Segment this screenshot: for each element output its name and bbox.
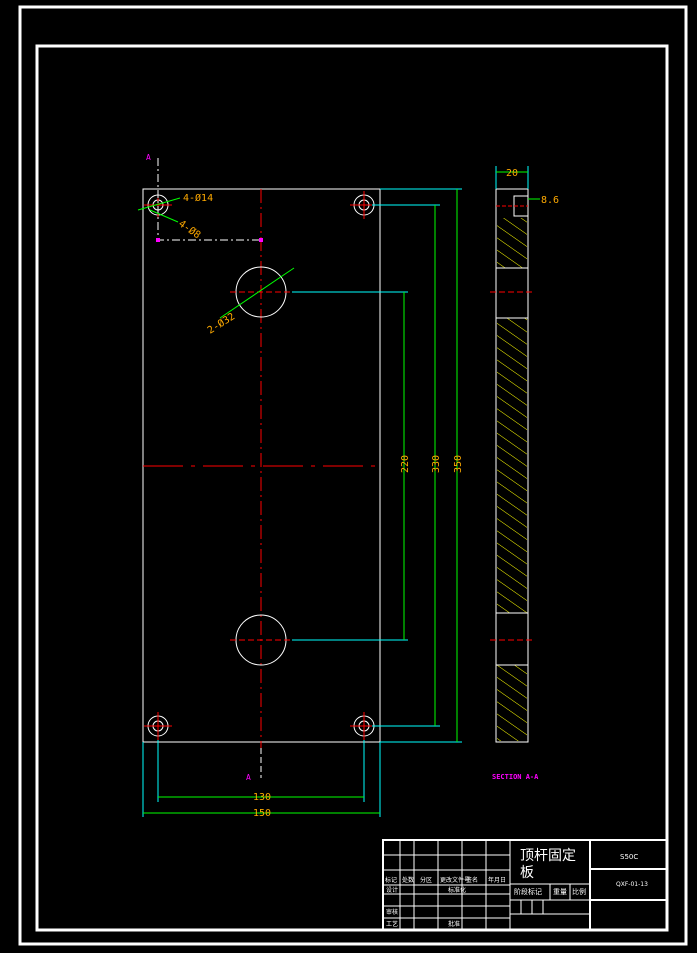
stage-label: 阶段标记: [514, 887, 542, 896]
row-label-2: 审核: [386, 908, 398, 916]
col-label-2: 分区: [420, 876, 432, 884]
title-block-text: 顶杆固定 板 S50C QXF-01-13 阶段标记 重量 比例 标记 处数 分…: [385, 848, 648, 928]
scale-label: 比例: [572, 887, 586, 896]
col-label-3: 更改文件号: [440, 876, 470, 884]
dim-8-6: 8.6: [541, 195, 559, 206]
small-hole-bl: [144, 712, 172, 740]
dim-150: 150: [253, 808, 271, 819]
dim-350: 350: [453, 455, 464, 473]
col-label-5: 年月日: [488, 876, 506, 884]
dim-330: 330: [431, 455, 442, 473]
front-view: A A 4-Ø14 4-Ø8 2-Ø32 220 330 350 130 15: [137, 153, 464, 819]
dim-130: 130: [253, 792, 271, 803]
outer-border: [18, 5, 688, 946]
section-view: 20 8.6 SECTION A-A: [490, 166, 559, 781]
section-mark-top: A: [146, 153, 151, 162]
title-block: [382, 839, 668, 931]
dim-holes-large: 2-Ø32: [205, 310, 237, 336]
col-label-4: 签名: [466, 876, 478, 884]
section-label: SECTION A-A: [492, 773, 539, 781]
inner-border: [35, 44, 669, 932]
row-label-3: 工艺: [386, 920, 398, 928]
part-name-line1: 顶杆固定: [520, 848, 576, 864]
col-label-1: 处数: [402, 876, 414, 884]
dim-holes-small: 4-Ø14: [183, 192, 213, 204]
section-mark-bottom: A: [246, 773, 251, 782]
material: S50C: [620, 853, 638, 861]
row-label-1: 标准化: [448, 886, 466, 894]
dim-220: 220: [400, 455, 411, 473]
row-label-0: 设计: [386, 886, 398, 894]
col-label-0: 标记: [385, 876, 397, 884]
dim-counterbore: 4-Ø8: [176, 218, 203, 242]
weight-label: 重量: [553, 888, 567, 896]
part-name-line2: 板: [520, 865, 534, 881]
section-outline: [495, 188, 529, 743]
drawing-number: QXF-01-13: [616, 881, 648, 888]
dim-20: 20: [506, 168, 518, 179]
row-label-4: 批准: [448, 920, 460, 928]
